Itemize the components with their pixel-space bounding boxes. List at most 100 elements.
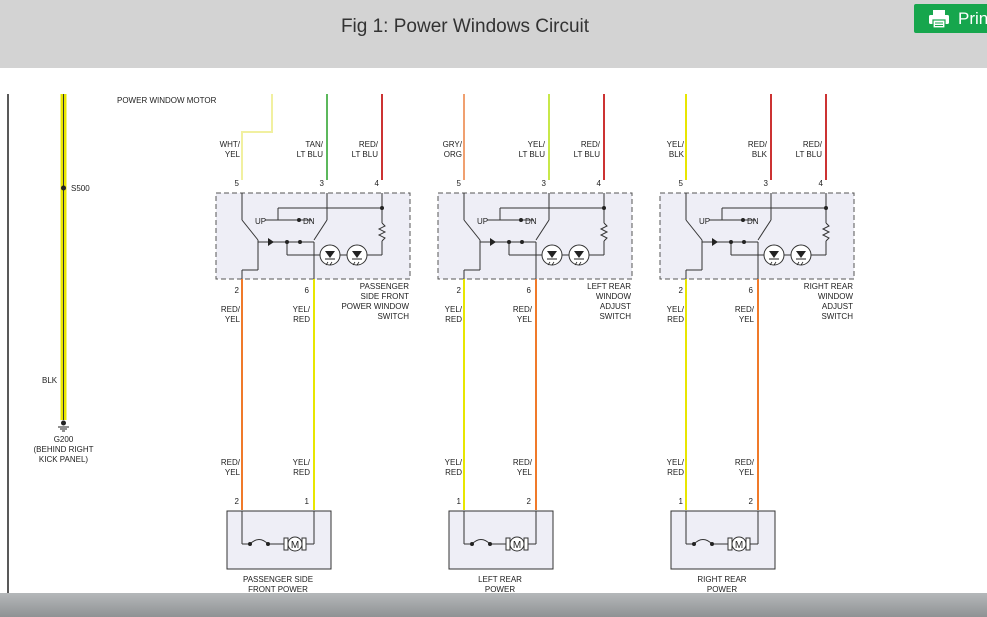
- dn-label: DN: [525, 217, 537, 226]
- led-icon: [541, 244, 563, 266]
- bottom-pin-left: 2: [679, 286, 684, 295]
- junction-dot: [248, 542, 252, 546]
- junction-dot: [470, 542, 474, 546]
- top-wire-color-2a: YEL/: [528, 140, 546, 149]
- motor-wire-right-b: RED: [293, 468, 310, 477]
- svg-text:M: M: [735, 540, 743, 551]
- bottom-pin-left: 2: [457, 286, 462, 295]
- top-pin-2: 3: [764, 179, 769, 188]
- top-wire-color-1a: WHT/: [220, 140, 241, 149]
- switch-group-right-rear: YEL/ BLK RED/ BLK RED/ LT BLU 5 3 4: [659, 94, 855, 593]
- footer-bar: [0, 593, 987, 617]
- motor-box: [226, 510, 332, 570]
- motor-wire-right-a: YEL/: [293, 458, 311, 467]
- top-wire-color-3b: LT BLU: [796, 150, 823, 159]
- motor-wire-right-a: RED/: [735, 458, 755, 467]
- bottom-pin-right: 6: [527, 286, 532, 295]
- led-icon: [790, 244, 812, 266]
- junction-dot: [729, 240, 733, 244]
- motor-wire-left-a: YEL/: [445, 458, 463, 467]
- top-wire-color-3a: RED/: [359, 140, 379, 149]
- switch-name-1: PASSENGER: [360, 282, 409, 291]
- printer-icon: [929, 9, 949, 29]
- bottom-wire-right-b: YEL: [739, 315, 755, 324]
- motor-internals: [685, 511, 759, 545]
- motor-pin-left: 2: [235, 497, 240, 506]
- bottom-wire-left-a: YEL/: [667, 305, 685, 314]
- motor-wire-right-b: YEL: [517, 468, 533, 477]
- motor-pin-left: 1: [457, 497, 462, 506]
- switch-name-3: ADJUST: [822, 302, 853, 311]
- top-label: POWER WINDOW MOTOR: [117, 96, 217, 105]
- led-icon: [346, 244, 368, 266]
- top-wire-color-1b: ORG: [444, 150, 462, 159]
- top-pin-1: 5: [679, 179, 684, 188]
- switch-name-3: POWER WINDOW: [341, 302, 409, 311]
- wiring-diagram: S500 BLK G200 (BEHIND RIGHT KICK PANEL) …: [7, 94, 855, 593]
- motor-wire-left-b: RED: [667, 468, 684, 477]
- motor-pin-right: 2: [527, 497, 532, 506]
- top-wire-color-2b: LT BLU: [519, 150, 546, 159]
- wire-top-pin5: [241, 94, 273, 180]
- junction-dot: [507, 240, 511, 244]
- junction-dot: [602, 206, 606, 210]
- motor-pin-left: 1: [679, 497, 684, 506]
- switch-box: [437, 192, 633, 280]
- ground-wire-label: BLK: [42, 376, 58, 385]
- motor-box: [670, 510, 776, 570]
- switch-internals: [463, 193, 609, 279]
- motor-wire-right-a: RED/: [513, 458, 533, 467]
- bottom-wire-right-a: YEL/: [293, 305, 311, 314]
- ground-location-line-2: KICK PANEL): [39, 455, 89, 464]
- motor-wire-left-b: YEL: [225, 468, 241, 477]
- bottom-pin-right: 6: [749, 286, 754, 295]
- top-wire-color-3a: RED/: [803, 140, 823, 149]
- switch-name-2: WINDOW: [596, 292, 632, 301]
- print-button[interactable]: Print: [914, 4, 987, 33]
- junction-dot: [824, 206, 828, 210]
- top-wire-color-1b: BLK: [669, 150, 685, 159]
- switch-name-4: SWITCH: [821, 312, 853, 321]
- splice-dot: [61, 185, 66, 191]
- junction-dot: [488, 542, 492, 546]
- motor-box: [448, 510, 554, 570]
- print-button-label: Print: [958, 8, 987, 28]
- motor-wire-left-b: RED: [445, 468, 462, 477]
- switch-name-1: LEFT REAR: [587, 282, 631, 291]
- switch-name-1: RIGHT REAR: [804, 282, 853, 291]
- motor-wire-right-b: YEL: [739, 468, 755, 477]
- up-label: UP: [699, 217, 710, 226]
- junction-dot: [692, 542, 696, 546]
- switch-name-4: SWITCH: [599, 312, 631, 321]
- motor-wire-left-a: YEL/: [667, 458, 685, 467]
- bottom-wire-right-b: RED: [293, 315, 310, 324]
- bottom-wire-left-b: YEL: [225, 315, 241, 324]
- bottom-wire-right-b: YEL: [517, 315, 533, 324]
- bottom-pin-right: 6: [305, 286, 310, 295]
- junction-dot: [519, 218, 523, 222]
- top-pin-2: 3: [542, 179, 547, 188]
- motor-label-2: POWER: [485, 585, 515, 593]
- top-wire-color-3b: LT BLU: [574, 150, 601, 159]
- motor-label-2: POWER: [707, 585, 737, 593]
- bottom-wire-left-a: RED/: [221, 305, 241, 314]
- junction-dot: [742, 240, 746, 244]
- top-pin-1: 5: [457, 179, 462, 188]
- motor-icon: M: [505, 536, 529, 552]
- diode: [268, 238, 274, 246]
- top-pin-3: 4: [597, 179, 602, 188]
- header-bar: Fig 1: Power Windows Circuit Print: [0, 0, 987, 68]
- splice-label: S500: [71, 184, 90, 193]
- top-wire-color-3b: LT BLU: [352, 150, 379, 159]
- svg-text:M: M: [291, 540, 299, 551]
- ground-icon: [58, 420, 69, 432]
- switch-box: [215, 192, 411, 280]
- diode: [490, 238, 496, 246]
- led-icon: [763, 244, 785, 266]
- junction-dot: [285, 240, 289, 244]
- bottom-wire-right-a: RED/: [513, 305, 533, 314]
- motor-wire-left-a: RED/: [221, 458, 241, 467]
- bottom-wire-left-b: RED: [667, 315, 684, 324]
- switch-internals: [685, 193, 831, 279]
- motor-icon: M: [727, 536, 751, 552]
